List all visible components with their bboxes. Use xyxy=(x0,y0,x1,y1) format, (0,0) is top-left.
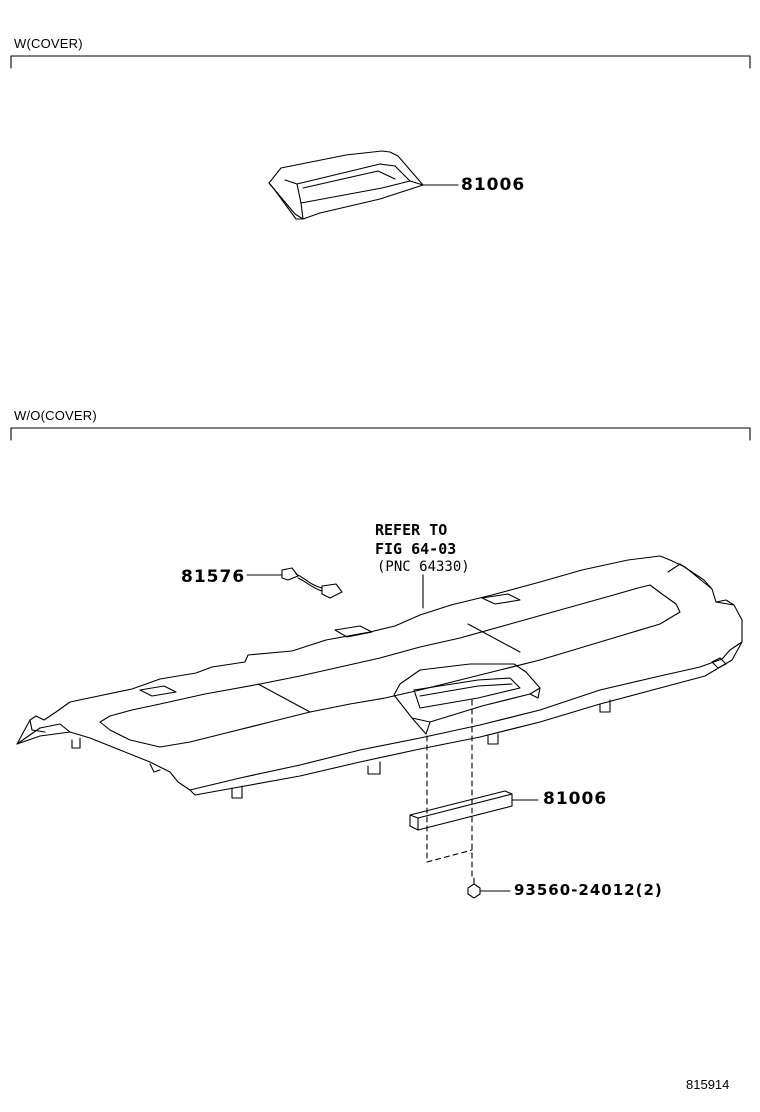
section-label-without-cover: W/O(COVER) xyxy=(14,408,97,423)
screw-part-number: 93560-24012 xyxy=(514,881,636,899)
callout-wire-part-number: 81576 xyxy=(181,567,246,587)
lamp-bar-drawing xyxy=(409,790,539,831)
installation-guide-lines xyxy=(426,699,473,881)
package-tray-drawing xyxy=(16,555,743,799)
screw-drawing xyxy=(467,877,511,899)
figure-id: 815914 xyxy=(686,1077,730,1092)
section-divider-without-cover xyxy=(10,427,751,441)
callout-lamp-bar-part-number: 81006 xyxy=(543,789,608,809)
screw-quantity: (2) xyxy=(635,881,663,899)
refer-note-line1: REFER TO xyxy=(375,521,448,539)
section-divider-with-cover xyxy=(10,55,751,69)
callout-top-lamp-part-number: 81006 xyxy=(461,175,526,195)
wire-connector-drawing xyxy=(246,567,343,599)
refer-note-line3: (PNC 64330) xyxy=(377,559,470,575)
refer-note-line2: FIG 64-03 xyxy=(375,540,457,558)
section-label-with-cover: W(COVER) xyxy=(14,36,83,51)
stop-lamp-cover-drawing xyxy=(268,150,459,220)
callout-screw-part-number: 93560-24012(2) xyxy=(514,881,663,899)
